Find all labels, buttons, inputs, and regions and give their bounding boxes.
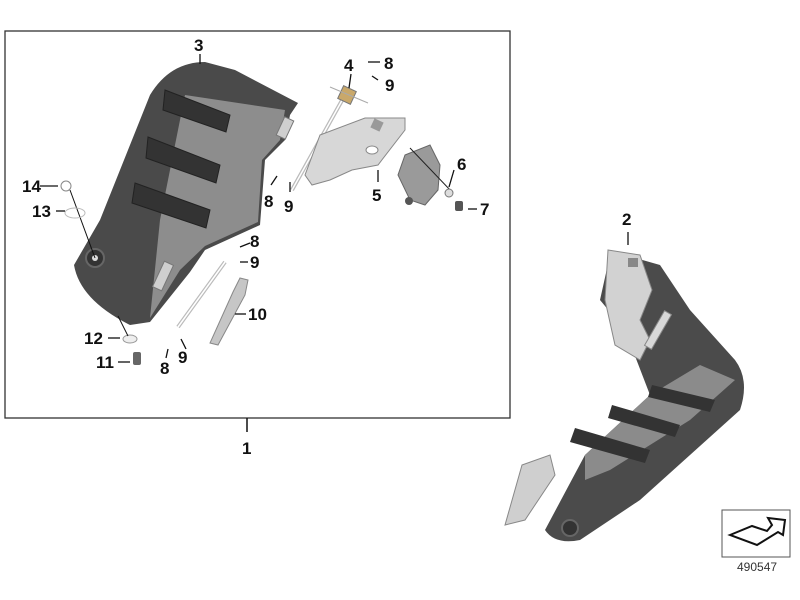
bolt-part-11 — [133, 352, 141, 365]
callout-8-bottom: 8 — [160, 359, 170, 378]
footrest-plate-part-3 — [69, 62, 298, 325]
lever-part-10 — [209, 277, 249, 346]
bracket-part-5 — [304, 117, 406, 186]
callout-1: 1 — [242, 439, 252, 458]
callout-3: 3 — [194, 36, 204, 55]
callout-7: 7 — [480, 200, 490, 219]
washer-part-12 — [122, 334, 138, 344]
bolt-part-7 — [455, 201, 463, 211]
hinge-pin-lower — [176, 260, 227, 329]
callout-8-lower: 8 — [250, 232, 260, 251]
footrest-assembly-part-2 — [504, 249, 744, 542]
callout-4: 4 — [344, 56, 354, 75]
callout-5: 5 — [372, 186, 382, 205]
callout-9-bottom: 9 — [178, 348, 188, 367]
callout-12: 12 — [84, 329, 103, 348]
leader-lines — [40, 54, 629, 363]
callout-8-mid: 8 — [264, 192, 274, 211]
callout-9-lower: 9 — [250, 253, 260, 272]
callout-8-top: 8 — [384, 54, 394, 73]
callout-9-mid: 9 — [284, 197, 294, 216]
ring-part-13 — [64, 207, 86, 219]
callout-2: 2 — [622, 210, 632, 229]
callout-9-top: 9 — [385, 76, 395, 95]
washer-part-14 — [60, 180, 72, 192]
callout-6: 6 — [457, 155, 467, 174]
callout-11: 11 — [96, 353, 114, 372]
assembly-frame — [4, 30, 511, 419]
callout-13: 13 — [32, 202, 51, 221]
washer-part-6 — [444, 188, 454, 198]
callout-10: 10 — [248, 305, 267, 324]
callout-14: 14 — [22, 177, 41, 196]
hook-bracket — [397, 144, 453, 206]
diagram-reference-number: 490547 — [737, 560, 778, 574]
reference-arrow-icon — [721, 509, 791, 558]
